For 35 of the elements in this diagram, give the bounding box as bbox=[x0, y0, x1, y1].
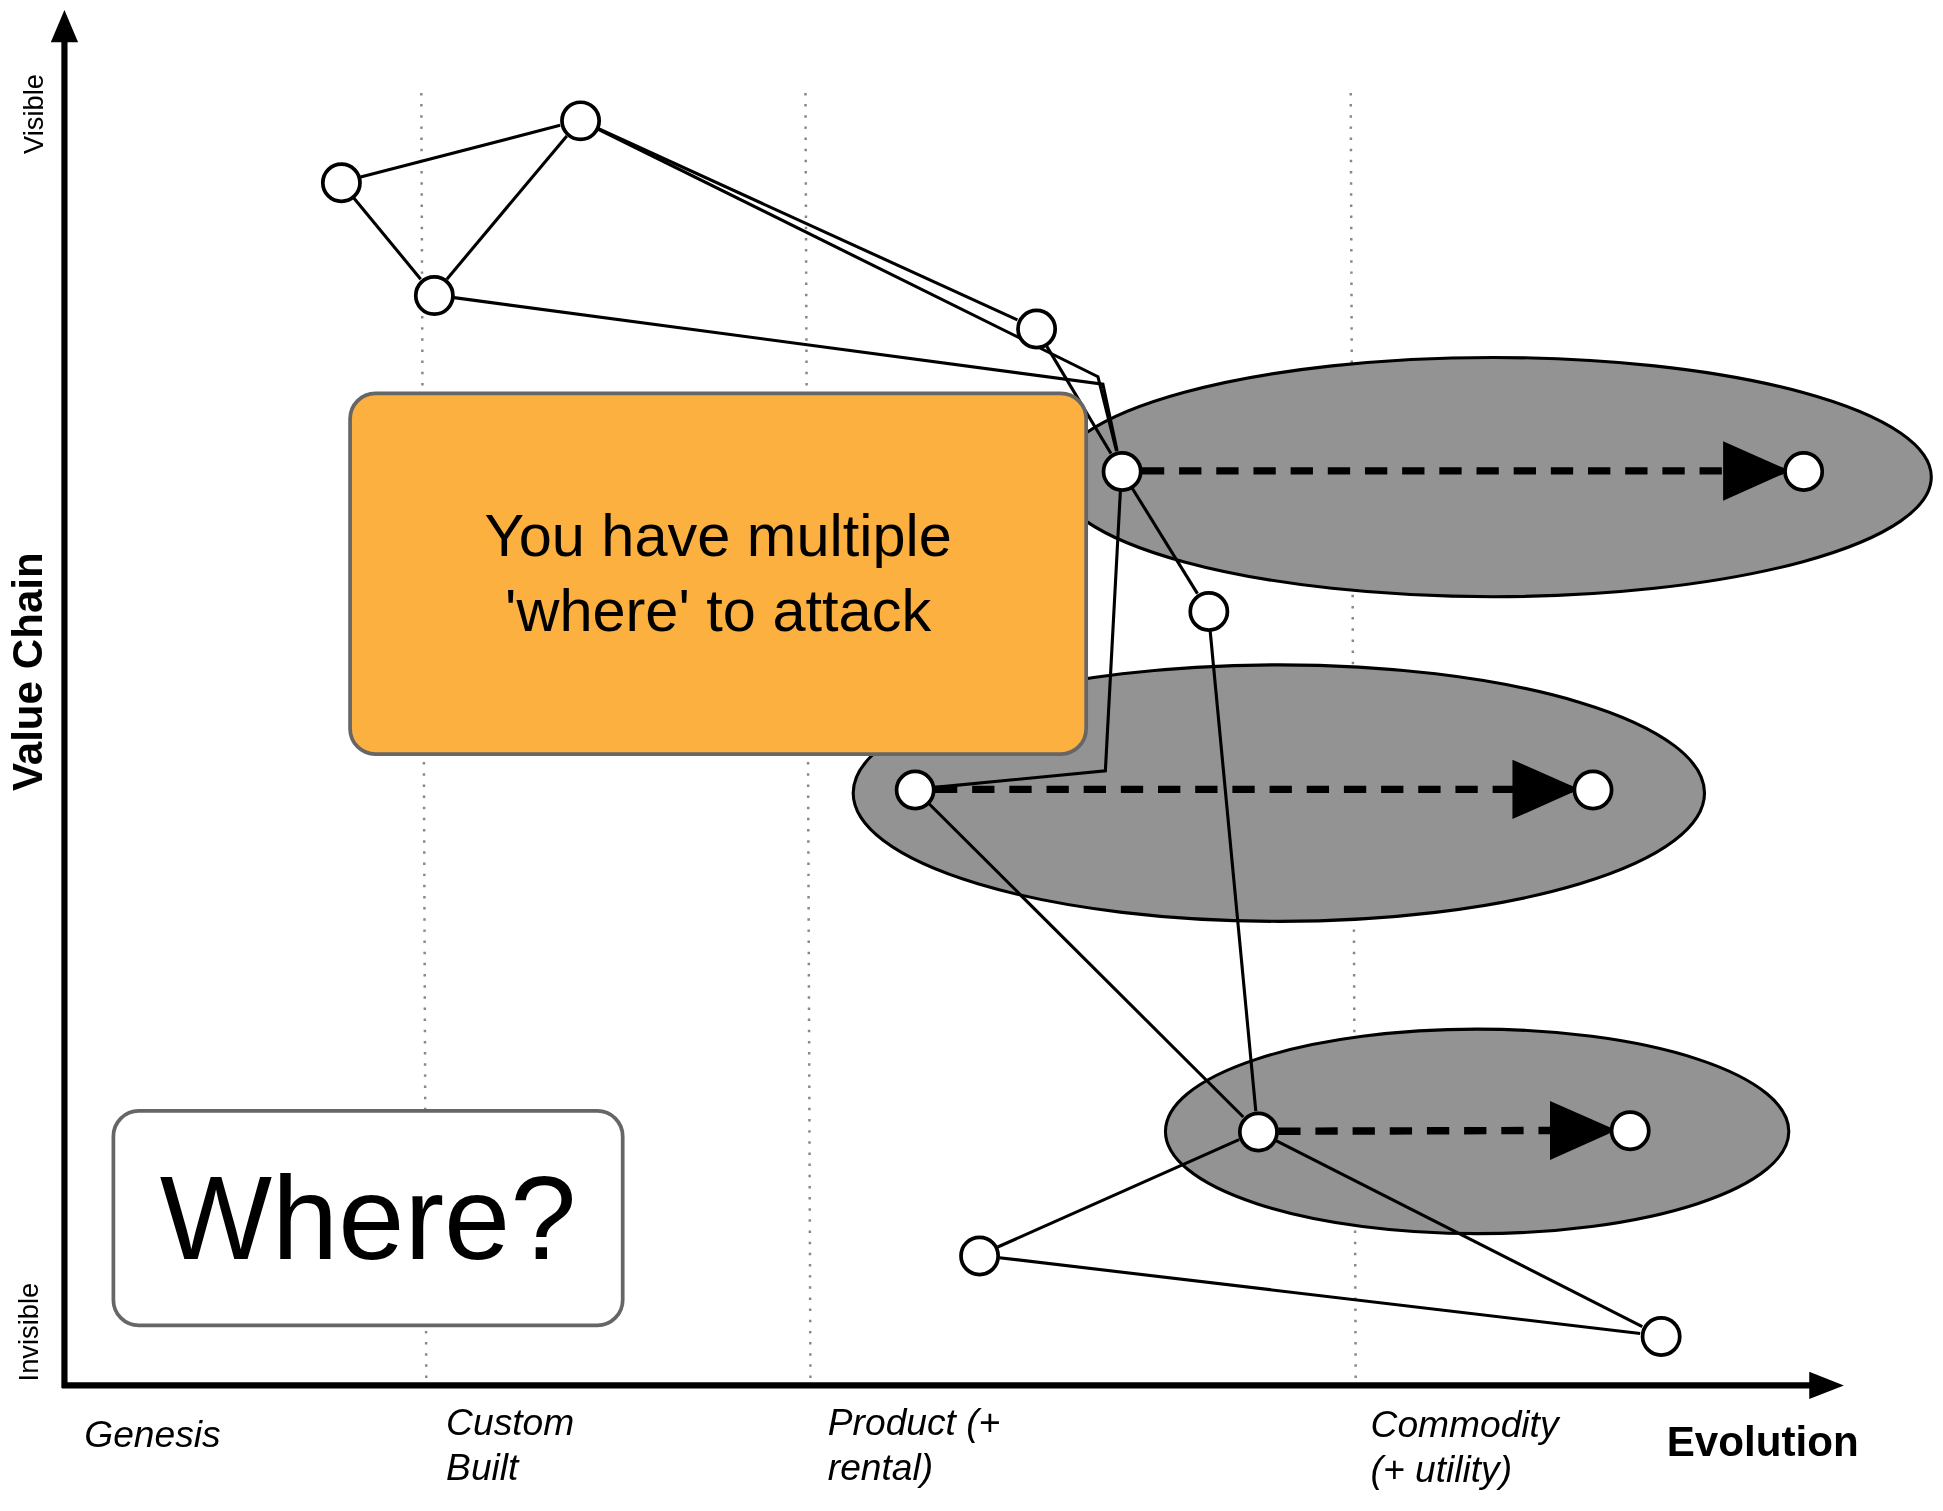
axis-end-label: Visible bbox=[18, 74, 51, 154]
connector-line bbox=[927, 802, 1245, 1119]
axis-title: Value Chain bbox=[2, 552, 52, 792]
component-circle bbox=[894, 768, 935, 810]
connector-line bbox=[352, 196, 422, 281]
stage-label: Product (+ rental) bbox=[827, 1400, 1002, 1490]
component-circle bbox=[1640, 1315, 1681, 1357]
stage-label: Genesis bbox=[84, 1412, 222, 1457]
connector-line bbox=[1045, 345, 1113, 455]
component-circle bbox=[413, 274, 455, 316]
connector-line bbox=[360, 123, 561, 179]
connector-line bbox=[999, 1256, 1641, 1336]
highlight-ellipse bbox=[851, 662, 1707, 924]
connector-line bbox=[1208, 631, 1258, 1112]
highlight-ellipse bbox=[1163, 1027, 1791, 1236]
connector-line bbox=[997, 1138, 1240, 1249]
component-circle bbox=[958, 1234, 1000, 1276]
component-circle bbox=[1187, 590, 1229, 632]
connector-line bbox=[597, 127, 1019, 322]
callout-tooltip bbox=[348, 391, 1088, 756]
callout-box bbox=[111, 1109, 625, 1328]
axis-end-label: Invisible bbox=[13, 1282, 46, 1382]
callout-text: Where? bbox=[158, 1150, 578, 1286]
component-circle bbox=[559, 99, 601, 141]
component-circle bbox=[1015, 307, 1057, 349]
connector-line bbox=[1130, 487, 1199, 595]
axis-title: Evolution bbox=[1666, 1416, 1860, 1467]
component-circle bbox=[320, 161, 362, 203]
connector-line bbox=[445, 134, 568, 281]
stage-label: Commodity (+ utility) bbox=[1370, 1403, 1562, 1492]
connector-line bbox=[453, 296, 1119, 452]
component-circle bbox=[1571, 768, 1613, 810]
stage-label: Custom Built bbox=[446, 1400, 576, 1490]
callout-text: You have multiple 'where' to attack bbox=[483, 502, 953, 646]
connector-line bbox=[1275, 1139, 1643, 1328]
